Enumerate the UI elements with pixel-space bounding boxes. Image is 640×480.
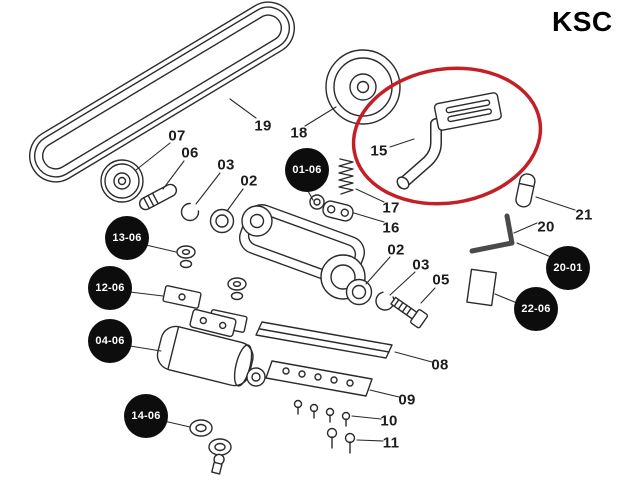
diagram-title: KSC <box>552 6 613 37</box>
bearing-02-right <box>345 278 373 306</box>
snap-ring-03-left <box>180 202 200 222</box>
spring-17 <box>338 158 354 195</box>
part-label-15: 15 <box>370 142 388 160</box>
part-label-17: 17 <box>382 199 400 217</box>
screws-11 <box>326 427 356 454</box>
badge-04-06: 04-06 <box>88 319 132 363</box>
washers-14 <box>189 419 232 475</box>
badge-14-06: 14-06 <box>124 394 168 438</box>
part-label-19: 19 <box>254 117 272 135</box>
handle-15 <box>396 92 502 190</box>
part-label-20: 20 <box>537 218 555 236</box>
badge-01-06: 01-06 <box>285 148 329 192</box>
plate-09 <box>265 360 373 397</box>
shaft-06 <box>138 183 178 211</box>
bolt-05 <box>390 296 429 329</box>
part-label-11: 11 <box>382 434 400 452</box>
spacers-13 <box>176 245 247 301</box>
part-label-02-right: 02 <box>387 241 405 259</box>
plate-22 <box>466 268 497 307</box>
leader-lines <box>129 98 576 442</box>
part-label-03-left: 03 <box>217 156 235 174</box>
badge-13-06: 13-06 <box>105 216 149 260</box>
pulley-07 <box>100 159 144 203</box>
part-label-21: 21 <box>575 206 593 224</box>
badge-22-06: 22-06 <box>514 287 558 331</box>
part-label-06: 06 <box>181 144 199 162</box>
blade-08 <box>255 321 393 359</box>
snap-ring-03-right <box>375 291 395 311</box>
part-label-02-left: 02 <box>240 172 258 190</box>
bearing-02-left <box>209 208 235 234</box>
part-label-16: 16 <box>382 219 400 237</box>
cylinder-04 <box>156 308 266 387</box>
badge-12-06: 12-06 <box>88 266 132 310</box>
screws-10 <box>293 399 351 427</box>
part-label-10: 10 <box>380 412 398 430</box>
badge-20-01: 20-01 <box>546 246 590 290</box>
allen-wrench-20 <box>469 213 515 254</box>
part-label-05: 05 <box>432 271 450 289</box>
part-label-03-right: 03 <box>412 256 430 274</box>
pin-21 <box>515 173 536 208</box>
part-label-08: 08 <box>431 356 449 374</box>
part-label-09: 09 <box>398 391 416 409</box>
highlight-ellipse <box>351 66 543 206</box>
part-label-07: 07 <box>168 127 186 145</box>
part-label-18: 18 <box>290 124 308 142</box>
belt-19 <box>29 1 295 183</box>
link-16 <box>322 200 354 222</box>
